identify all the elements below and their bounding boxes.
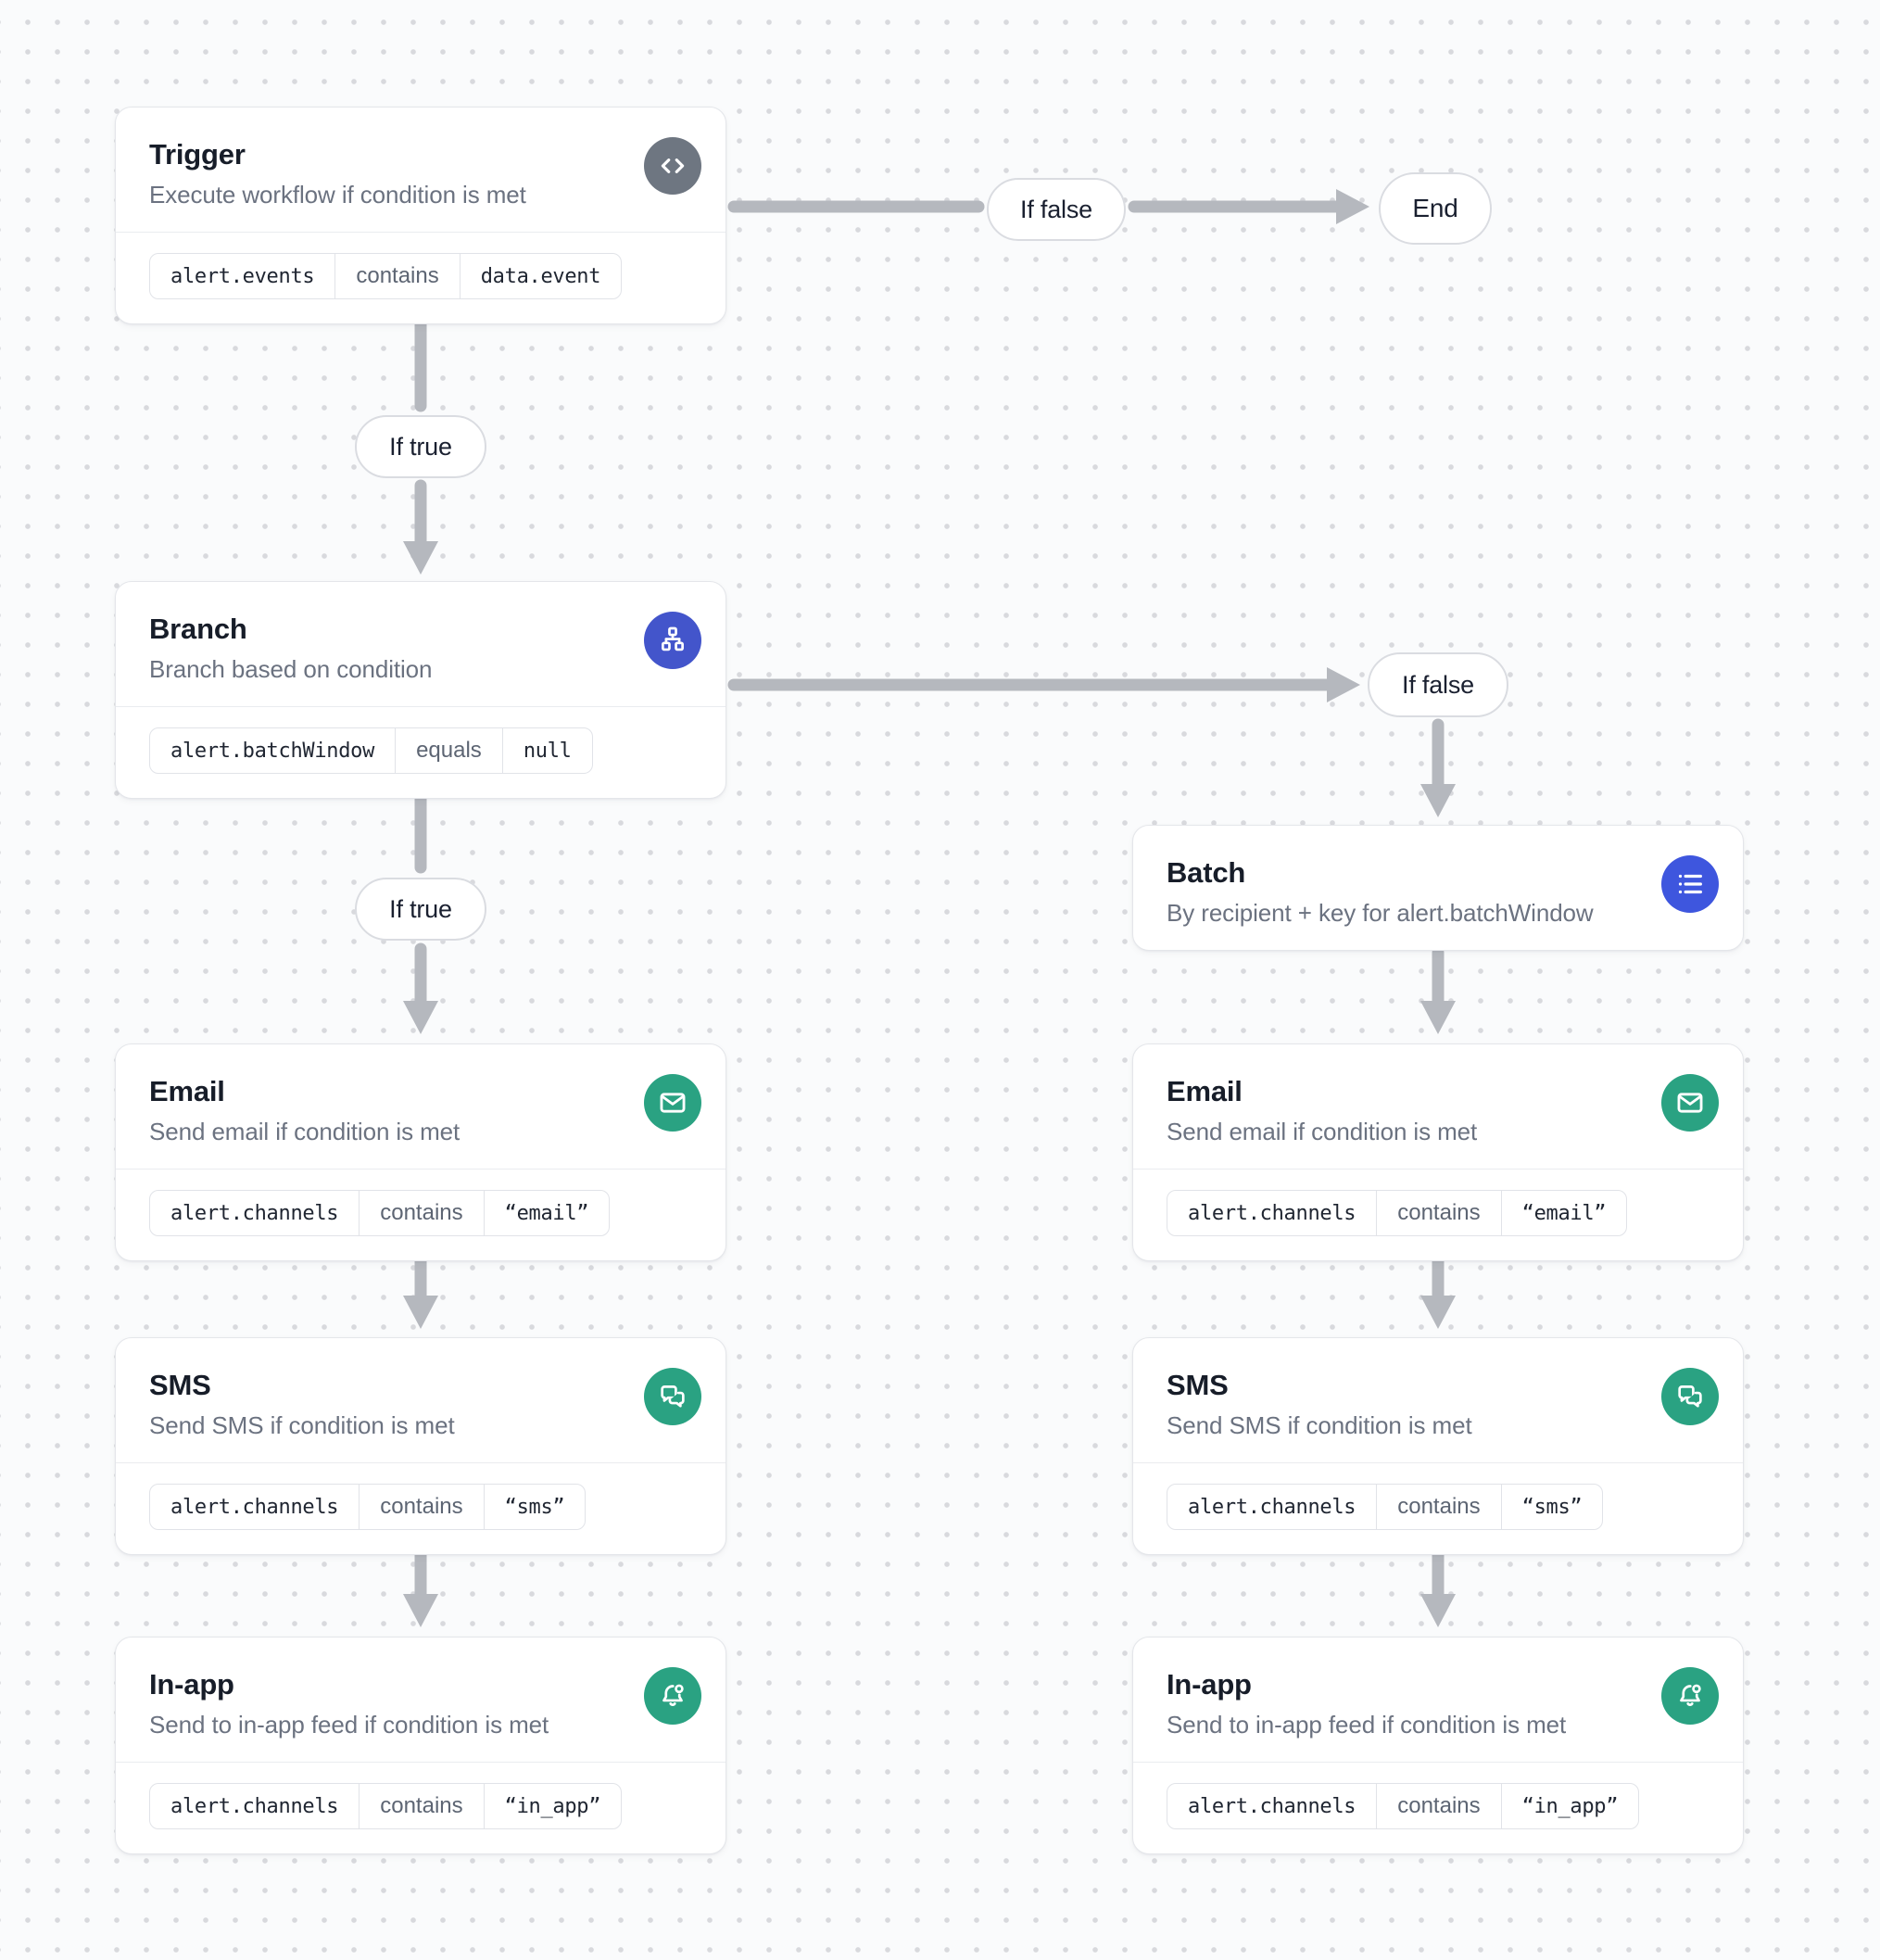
- condition-operator: contains: [359, 1485, 485, 1529]
- envelope-icon: [644, 1074, 701, 1132]
- bell-alert-icon: [644, 1667, 701, 1725]
- condition-field: alert.channels: [170, 1495, 339, 1519]
- edge-label-if-true-1: If true: [355, 415, 486, 478]
- node-subtitle: Send to in-app feed if condition is met: [1167, 1711, 1567, 1739]
- envelope-icon: [1661, 1074, 1719, 1132]
- node-sms-right[interactable]: SMS Send SMS if condition is met alert.c…: [1132, 1337, 1744, 1555]
- node-subtitle: Send email if condition is met: [1167, 1118, 1478, 1145]
- node-sms-left[interactable]: SMS Send SMS if condition is met alert.c…: [115, 1337, 726, 1555]
- condition-chip: alert.batchWindow equals null: [149, 727, 593, 774]
- condition-operator: contains: [359, 1191, 485, 1235]
- node-inapp-right[interactable]: In-app Send to in-app feed if condition …: [1132, 1637, 1744, 1854]
- condition-field: alert.channels: [1188, 1495, 1356, 1519]
- edge-batch-to-email-right: [1420, 946, 1456, 1034]
- node-batch[interactable]: Batch By recipient + key for alert.batch…: [1132, 825, 1744, 951]
- condition-field: alert.events: [170, 264, 315, 288]
- chat-bubbles-icon: [1661, 1368, 1719, 1425]
- condition-value: “email”: [1521, 1201, 1607, 1225]
- node-title: Trigger: [149, 138, 246, 171]
- condition-value: “sms”: [504, 1495, 565, 1519]
- node-title: In-app: [149, 1668, 234, 1701]
- node-title: SMS: [149, 1369, 211, 1401]
- condition-operator: contains: [1376, 1485, 1502, 1529]
- condition-chip: alert.channels contains “in_app”: [149, 1783, 623, 1829]
- edge-sms-to-inapp-left: [403, 1544, 438, 1627]
- condition-field: alert.batchWindow: [170, 739, 375, 763]
- node-subtitle: Execute workflow if condition is met: [149, 181, 526, 209]
- edge-label-if-false-top: If false: [987, 178, 1126, 241]
- edge-label-if-true-2: If true: [355, 878, 486, 941]
- condition-operator: contains: [1376, 1191, 1502, 1235]
- condition-operator: contains: [334, 254, 461, 298]
- condition-field: alert.channels: [1188, 1794, 1356, 1818]
- edge-if-true-to-branch: [403, 479, 438, 575]
- pill-label: If false: [1020, 195, 1092, 223]
- condition-value: “in_app”: [1521, 1794, 1619, 1818]
- pill-label: If true: [389, 894, 452, 923]
- queue-list-icon: [1661, 855, 1719, 913]
- edge-if-false-to-batch: [1420, 718, 1456, 817]
- pill-label: If false: [1402, 670, 1474, 699]
- node-trigger[interactable]: Trigger Execute workflow if condition is…: [115, 107, 726, 324]
- node-email-left[interactable]: Email Send email if condition is met ale…: [115, 1043, 726, 1261]
- node-subtitle: Send SMS if condition is met: [1167, 1411, 1472, 1439]
- condition-value: null: [523, 739, 572, 763]
- chat-bubbles-icon: [644, 1368, 701, 1425]
- node-subtitle: Send SMS if condition is met: [149, 1411, 455, 1439]
- edge-sms-to-inapp-right: [1420, 1544, 1456, 1627]
- condition-chip: alert.channels contains “email”: [1167, 1190, 1628, 1236]
- condition-value: “sms”: [1521, 1495, 1583, 1519]
- edge-branch-to-if-false: [727, 667, 1360, 702]
- edge-email-to-sms-left: [403, 1250, 438, 1329]
- condition-chip: alert.channels contains “in_app”: [1167, 1783, 1640, 1829]
- node-inapp-left[interactable]: In-app Send to in-app feed if condition …: [115, 1637, 726, 1854]
- condition-value: “email”: [504, 1201, 589, 1225]
- edge-email-to-sms-right: [1420, 1250, 1456, 1329]
- condition-operator: equals: [395, 728, 503, 773]
- node-title: Email: [1167, 1075, 1243, 1107]
- condition-value: data.event: [480, 264, 601, 288]
- condition-chip: alert.channels contains “sms”: [1167, 1484, 1604, 1530]
- node-subtitle: By recipient + key for alert.batchWindow: [1167, 899, 1594, 927]
- node-subtitle: Send to in-app feed if condition is met: [149, 1711, 549, 1739]
- edge-label-if-false-right: If false: [1368, 652, 1508, 717]
- node-branch[interactable]: Branch Branch based on condition alert.b…: [115, 581, 726, 799]
- sitemap-icon: [644, 612, 701, 669]
- node-title: SMS: [1167, 1369, 1229, 1401]
- condition-operator: contains: [1376, 1784, 1502, 1828]
- node-title: Batch: [1167, 856, 1246, 889]
- code-icon: [644, 137, 701, 195]
- condition-chip: alert.channels contains “email”: [149, 1190, 611, 1236]
- node-subtitle: Branch based on condition: [149, 655, 433, 683]
- bell-alert-icon: [1661, 1667, 1719, 1725]
- pill-label: If true: [389, 432, 452, 461]
- condition-field: alert.channels: [1188, 1201, 1356, 1225]
- node-title: Email: [149, 1075, 225, 1107]
- condition-value: “in_app”: [504, 1794, 601, 1818]
- condition-operator: contains: [359, 1784, 485, 1828]
- condition-field: alert.channels: [170, 1794, 339, 1818]
- condition-chip: alert.events contains data.event: [149, 253, 623, 299]
- pill-label: End: [1412, 194, 1458, 222]
- edge-if-false-to-end: [1128, 189, 1369, 224]
- node-title: In-app: [1167, 1668, 1252, 1701]
- node-subtitle: Send email if condition is met: [149, 1118, 461, 1145]
- node-email-right[interactable]: Email Send email if condition is met ale…: [1132, 1043, 1744, 1261]
- node-title: Branch: [149, 613, 247, 645]
- end-node: End: [1379, 172, 1492, 245]
- condition-chip: alert.channels contains “sms”: [149, 1484, 587, 1530]
- edge-if-true-2-to-email: [403, 942, 438, 1034]
- condition-field: alert.channels: [170, 1201, 339, 1225]
